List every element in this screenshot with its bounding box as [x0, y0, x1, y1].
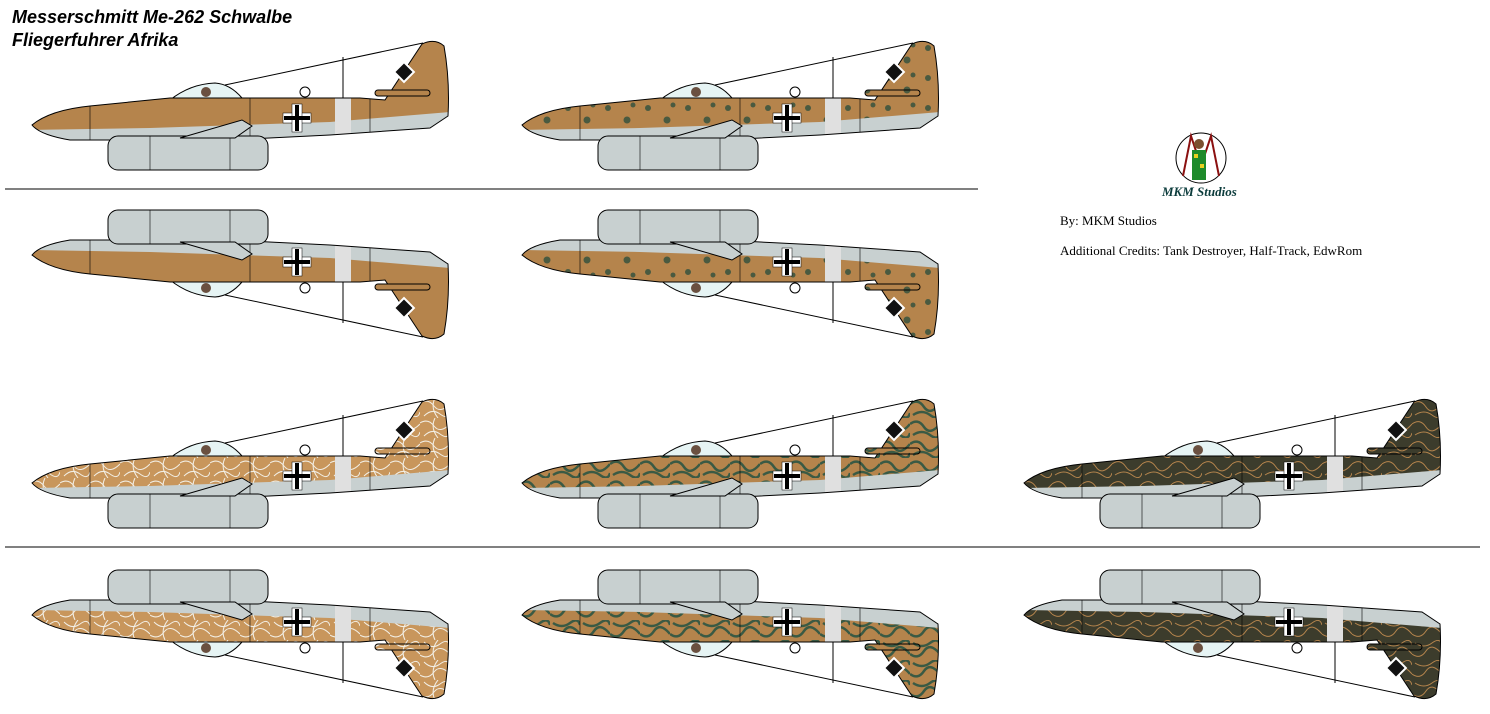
profile-green-scribble-top	[520, 570, 940, 700]
credits-by: By: MKM Studios	[1060, 213, 1157, 228]
profile-dark-side	[1022, 398, 1442, 528]
title-line-2: Fliegerfuhrer Afrika	[12, 30, 179, 50]
logo-caption: MKM Studios	[1162, 184, 1237, 199]
profile-dark-top	[1022, 570, 1442, 700]
title-line-1: Messerschmitt Me-262 Schwalbe	[12, 7, 293, 27]
profile-green-scribble-side	[520, 398, 940, 528]
mkm-logo	[1175, 132, 1227, 184]
profile-white-scribble-top	[30, 570, 450, 700]
profile-tan-side	[30, 40, 450, 170]
profile-tan-spots-top	[520, 210, 940, 340]
credits-additional: Additional Credits: Tank Destroyer, Half…	[1060, 243, 1363, 258]
profile-tan-spots-side	[520, 40, 940, 170]
profile-tan-top	[30, 210, 450, 340]
profile-white-scribble-side	[30, 398, 450, 528]
